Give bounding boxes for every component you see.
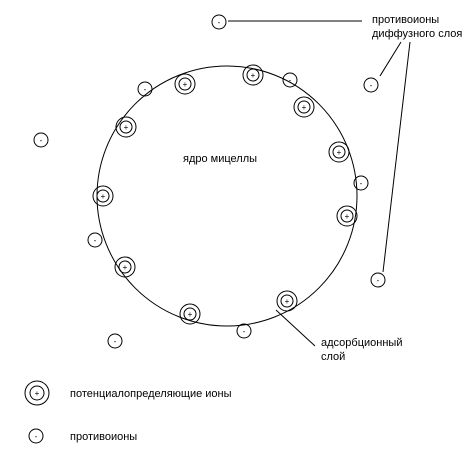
- potential-ion: +: [92, 185, 114, 207]
- diffuse-leader-line: [379, 41, 402, 77]
- svg-text:+: +: [101, 192, 106, 201]
- svg-text:-: -: [144, 85, 147, 94]
- svg-text:+: +: [285, 297, 290, 306]
- svg-text:-: -: [114, 337, 117, 346]
- potential-ion: +: [174, 73, 196, 95]
- svg-text:-: -: [360, 179, 363, 188]
- diffuse-label-line2: диффузного слоя: [372, 28, 462, 40]
- svg-text:-: -: [94, 236, 97, 245]
- potential-ion: +: [328, 141, 350, 163]
- svg-text:+: +: [183, 80, 188, 89]
- legend-counter-ions-label: противоионы: [70, 431, 137, 443]
- svg-text:-: -: [370, 81, 373, 90]
- potential-ion: +: [115, 116, 137, 138]
- svg-text:+: +: [35, 389, 40, 398]
- counter-ion: -: [211, 14, 227, 30]
- svg-text:+: +: [188, 310, 193, 319]
- counter-ion: -: [87, 232, 103, 248]
- legend-potential-ion-symbol: +: [24, 380, 50, 406]
- counter-ion: -: [236, 323, 252, 339]
- potential-ion: +: [293, 96, 315, 118]
- adsorption-label-line1: адсорбционный: [321, 337, 402, 349]
- counter-ion: -: [370, 272, 386, 288]
- svg-text:+: +: [337, 148, 342, 157]
- svg-text:-: -: [243, 327, 246, 336]
- diffuse-leader-line: [382, 41, 411, 273]
- svg-text:-: -: [40, 136, 43, 145]
- svg-text:+: +: [302, 103, 307, 112]
- counter-ion: -: [363, 77, 379, 93]
- potential-ion: +: [114, 256, 136, 278]
- counter-ion: -: [33, 132, 49, 148]
- legend-potential-ions-label: потенциалопределяющие ионы: [70, 388, 232, 400]
- svg-text:+: +: [123, 263, 128, 272]
- diffuse-label-line1: противоионы: [372, 14, 439, 26]
- potential-ion: +: [242, 64, 264, 86]
- potential-ion: +: [179, 303, 201, 325]
- svg-text:-: -: [289, 76, 292, 85]
- potential-ion: +: [276, 290, 298, 312]
- adsorption-label-line2: слой: [321, 351, 345, 363]
- svg-text:+: +: [345, 212, 350, 221]
- counter-ion: -: [137, 81, 153, 97]
- adsorption-leader-line: [275, 309, 316, 347]
- svg-text:-: -: [35, 432, 38, 441]
- counter-ion: -: [107, 333, 123, 349]
- svg-text:+: +: [251, 71, 256, 80]
- core-label: ядро мицеллы: [183, 153, 257, 165]
- micelle-core-circle: [96, 65, 358, 327]
- potential-ion: +: [336, 205, 358, 227]
- svg-text:+: +: [124, 123, 129, 132]
- svg-text:-: -: [218, 18, 221, 27]
- counter-ion: -: [353, 175, 369, 191]
- svg-text:-: -: [377, 276, 380, 285]
- legend-counter-ion-symbol: -: [28, 428, 44, 444]
- counter-ion: -: [282, 72, 298, 88]
